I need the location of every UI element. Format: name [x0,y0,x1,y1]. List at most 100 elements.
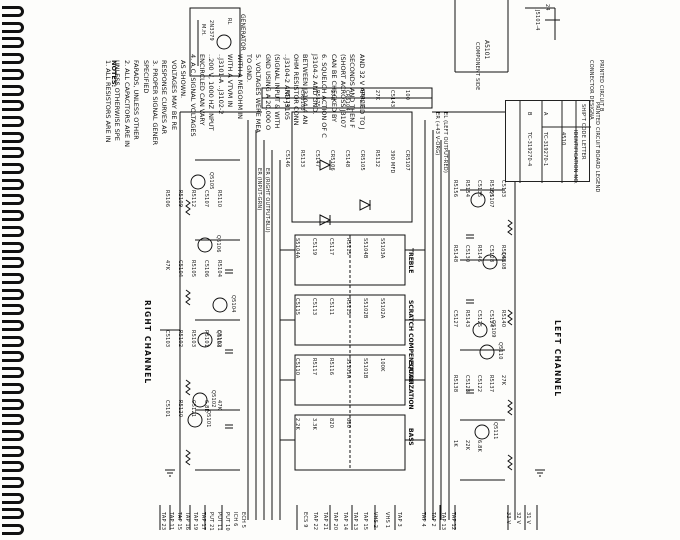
note-line: 6. SQUELCH ACTION OF C [320,54,329,138]
binding-ring [2,335,24,347]
component-label: R5109 [177,190,183,208]
binding-ring [2,53,24,65]
component-label: R5148 [452,245,458,263]
pin-label: TAP 14 [342,512,348,531]
component-label: 27K [329,90,335,101]
board-jack-label: J5101-4 [534,10,540,31]
component-label: R5120 [177,400,183,418]
component-label: 47K [164,260,170,271]
component-label: R5124 [284,90,290,108]
transistor-label: Q5110 [497,342,503,360]
pin-label: TAP 16 [184,512,190,531]
binding-ring [2,257,24,269]
component-label: C5148 [344,150,350,168]
binding-ring [2,131,24,143]
legend-col2: IDENTIFICATION NO. [572,130,578,185]
note-line: GND USING A 20,000 O [263,54,272,131]
component-label: 390 MFD [389,150,395,174]
transistor-symbol [190,174,206,190]
pin-label: ECS 9 [302,512,308,528]
component-label: C5106 [203,260,209,278]
binding-ring [2,288,24,300]
binding-ring [2,115,24,127]
component-label: R5154 [464,180,470,198]
note-line: 2. ALL CAPACITORS ARE IN [122,60,131,148]
note-line: ..J3101-A ..J3102-2 [216,54,225,115]
note-line: 4. A.C. SIGNAL VOLTAGES [188,54,197,137]
pin-label: TAP 13 [440,512,446,531]
component-label: R5105 [190,260,196,278]
binding-ring [2,6,24,17]
legend-row-2: TC-319270-1 [542,132,548,167]
component-label: C5110 [294,358,300,376]
component-label: 680 [345,418,351,429]
note-line: CAN BE CHECKED BY [329,54,338,123]
pin-label: VHS 1 [384,512,390,529]
component-label: 100K [379,358,385,372]
pin-label: TAP 2 [430,512,436,527]
note-line: ENCIRCLED CAN VARY [198,54,206,126]
component-label: C5135 [476,180,482,198]
component-label: R5104 [216,260,222,278]
note-line: 3. PROPER SIGNAL GENER [151,60,159,146]
pin-label: TAP 4 [420,512,426,527]
right-channel-label: RIGHT CHANNEL [143,300,152,385]
component-label: C5121 [190,400,196,418]
component-label: R5146 [476,245,482,263]
component-label: R5145 [500,245,506,263]
component-label: R5133 [299,150,305,168]
binding-ring [2,445,24,457]
binding-ring [2,524,24,536]
component-label: R5110 [216,190,222,208]
binding-ring [2,508,24,520]
generator-label: GENERATOR [239,14,246,51]
component-label: R5125 [314,90,320,108]
equalization-label: EQUALIZATION [407,360,414,410]
transistor-label: Q5106 [215,235,221,253]
component-label: C5119 [311,238,317,256]
component-label: C5124 [488,310,494,328]
component-label: R5115 [345,238,351,256]
component-label: 100 [404,90,410,101]
left-input-label: ER (+43 V-ORG) [434,112,440,156]
legend-code-a: A [542,112,548,116]
binding-ring [2,241,24,253]
component-label: S5101A [345,358,351,379]
binding-ring [2,382,24,394]
note-line: 5. VOLTAGES WERE MEA [254,54,263,133]
legend-col1: SHIP'T CODE LETTER [580,104,586,160]
component-label: C5111 [328,298,334,316]
component-label: C5102 [216,330,222,348]
component-label: R5138 [452,375,458,393]
component-label: R5113 [345,298,351,316]
component-label: R5151 [488,180,494,198]
binding-ring [2,367,24,379]
generator-part-2: M.H. [200,24,206,36]
pin-label: TAP 23 [160,512,166,531]
component-label: 6.8K [476,440,482,453]
component-label: C5115 [294,298,300,316]
transistor-symbol [474,424,490,440]
binding-ring [2,398,24,410]
component-label: R5127 [359,90,365,108]
component-label: S5104A [294,238,300,259]
note-line: TO GND. [245,54,253,83]
binding-ring [2,414,24,426]
component-label: 6.8K [203,400,209,413]
component-label: C5101 [164,400,170,418]
component-label: C5130 [464,245,470,263]
component-label: S5104B [362,238,368,259]
binding-ring [2,84,24,96]
right-input-label: ER (INPUT-GRN) [256,168,262,211]
pin-label: PUT 10 [224,512,230,531]
pin-label: PUT 21 [208,512,214,531]
pin-label: TAP 15 [176,512,182,531]
transistor-label: Q5111 [492,422,498,440]
component-label: R5137 [488,375,494,393]
component-label: R5140 [500,310,506,328]
pin-label: TAP 3 [396,512,402,527]
binding-ring [2,194,24,206]
transistor-symbol [212,297,228,313]
pin-label: TAP 11 [168,512,174,531]
